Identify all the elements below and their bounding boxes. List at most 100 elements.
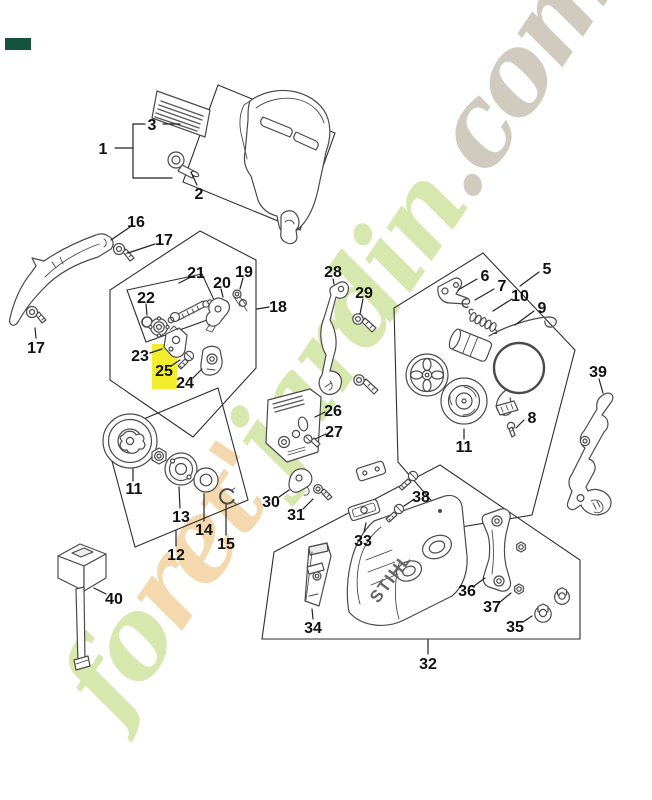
part-24-bracket bbox=[200, 345, 223, 376]
labels-layer: 1321617172122201918232524282956710939811… bbox=[27, 117, 607, 673]
part-40-wrench bbox=[57, 543, 107, 671]
part-number: 23 bbox=[131, 348, 149, 365]
part-number: 36 bbox=[458, 583, 476, 600]
part-number: 8 bbox=[528, 410, 537, 427]
part-15-eclip bbox=[219, 487, 237, 505]
leader-line bbox=[492, 298, 513, 312]
part-label-30: 30 bbox=[262, 489, 290, 511]
leader-line bbox=[170, 359, 181, 367]
leader-line bbox=[499, 592, 512, 603]
part-label-11-2: 11 bbox=[126, 468, 143, 498]
part-35-collar-nuts bbox=[534, 587, 570, 623]
leader-line bbox=[93, 587, 107, 595]
part-label-32: 32 bbox=[419, 639, 437, 673]
part-number: 31 bbox=[287, 507, 305, 524]
leader-line bbox=[514, 310, 535, 326]
part-label-35: 35 bbox=[506, 615, 533, 636]
part-number: 1 bbox=[99, 141, 108, 158]
part-label-11: 11 bbox=[456, 428, 473, 456]
leader-line bbox=[127, 243, 156, 254]
part-label-36: 36 bbox=[458, 577, 486, 600]
part-label-3: 3 bbox=[148, 117, 181, 134]
part-number: 26 bbox=[324, 403, 342, 420]
part-number: 24 bbox=[176, 375, 194, 392]
leader-line bbox=[178, 486, 181, 509]
part-needle-cage bbox=[151, 447, 167, 465]
part-label-5: 5 bbox=[519, 261, 552, 287]
part-number: 32 bbox=[419, 656, 437, 673]
part-number: 25 bbox=[155, 363, 173, 380]
leader-line bbox=[363, 522, 367, 533]
leader-line bbox=[457, 278, 478, 291]
part-label-40: 40 bbox=[93, 587, 123, 608]
part-6-lever bbox=[437, 277, 471, 305]
group-box-12 bbox=[104, 387, 249, 548]
part-label-24: 24 bbox=[176, 368, 203, 392]
part-number: 34 bbox=[304, 620, 322, 637]
part-label-21: 21 bbox=[178, 265, 205, 284]
part-number: 2 bbox=[195, 186, 204, 203]
part-label-22: 22 bbox=[137, 290, 155, 316]
part-number: 9 bbox=[538, 300, 547, 317]
part-number: 20 bbox=[213, 275, 231, 292]
part-number: 12 bbox=[167, 547, 185, 564]
part-label-10: 10 bbox=[492, 288, 529, 312]
part-3-sticker bbox=[151, 90, 211, 138]
leader-line bbox=[311, 608, 314, 620]
leader-line bbox=[332, 278, 335, 285]
part-2-knob bbox=[167, 151, 200, 179]
part-33-plates bbox=[347, 460, 387, 522]
corner-mark bbox=[5, 38, 31, 50]
leader-line bbox=[278, 489, 290, 498]
part-9-brake-spring bbox=[448, 316, 557, 416]
leader-line bbox=[359, 298, 364, 315]
leader-line bbox=[598, 378, 604, 394]
part-label-16: 16 bbox=[110, 214, 145, 241]
part-label-23: 23 bbox=[131, 348, 163, 365]
part-30-pawl bbox=[288, 468, 313, 496]
part-37-nuts bbox=[514, 541, 526, 595]
part-label-37: 37 bbox=[483, 592, 512, 616]
part-label-14: 14 bbox=[195, 493, 213, 539]
part-11-drum-left bbox=[102, 413, 158, 469]
part-28-band bbox=[318, 281, 349, 395]
part-16-hand-guard bbox=[9, 233, 114, 326]
part-number: 33 bbox=[354, 533, 372, 550]
part-label-27: 27 bbox=[314, 424, 343, 441]
part-number: 11 bbox=[456, 439, 473, 456]
part-20-clip bbox=[205, 297, 230, 333]
part-label-39: 39 bbox=[589, 364, 607, 394]
leader-line bbox=[314, 411, 326, 418]
part-number: 14 bbox=[195, 522, 213, 539]
leader-line bbox=[178, 276, 192, 284]
part-number: 17 bbox=[27, 340, 45, 357]
part-label-28: 28 bbox=[324, 264, 342, 285]
part-label-9: 9 bbox=[514, 300, 547, 326]
leader-line bbox=[403, 499, 414, 507]
part-cover-stihl: STIHL bbox=[346, 494, 468, 626]
parts-layer: STIHL bbox=[9, 89, 614, 671]
part-label-19: 19 bbox=[235, 264, 253, 290]
part-number: 10 bbox=[511, 288, 529, 305]
group-box-18 bbox=[109, 230, 257, 438]
part-39-guide bbox=[566, 392, 614, 516]
leader-line bbox=[149, 348, 163, 354]
part-number: 16 bbox=[127, 214, 145, 231]
part-17-screw-left bbox=[25, 305, 47, 324]
part-number: 39 bbox=[589, 364, 607, 381]
part-label-6: 6 bbox=[457, 268, 490, 291]
leader-line bbox=[256, 306, 270, 310]
part-38-screws bbox=[385, 470, 419, 523]
part-number: 5 bbox=[543, 261, 552, 278]
part-34-bar bbox=[304, 542, 332, 607]
part-number: 7 bbox=[498, 278, 507, 295]
leader-line bbox=[190, 171, 198, 186]
part-label-15: 15 bbox=[217, 504, 235, 553]
leader-line bbox=[515, 419, 525, 429]
part-number: 22 bbox=[137, 290, 155, 307]
part-label-18: 18 bbox=[256, 299, 287, 316]
part-23-bracket bbox=[163, 325, 188, 358]
part-number: 17 bbox=[155, 232, 173, 249]
part-number: 37 bbox=[483, 599, 501, 616]
